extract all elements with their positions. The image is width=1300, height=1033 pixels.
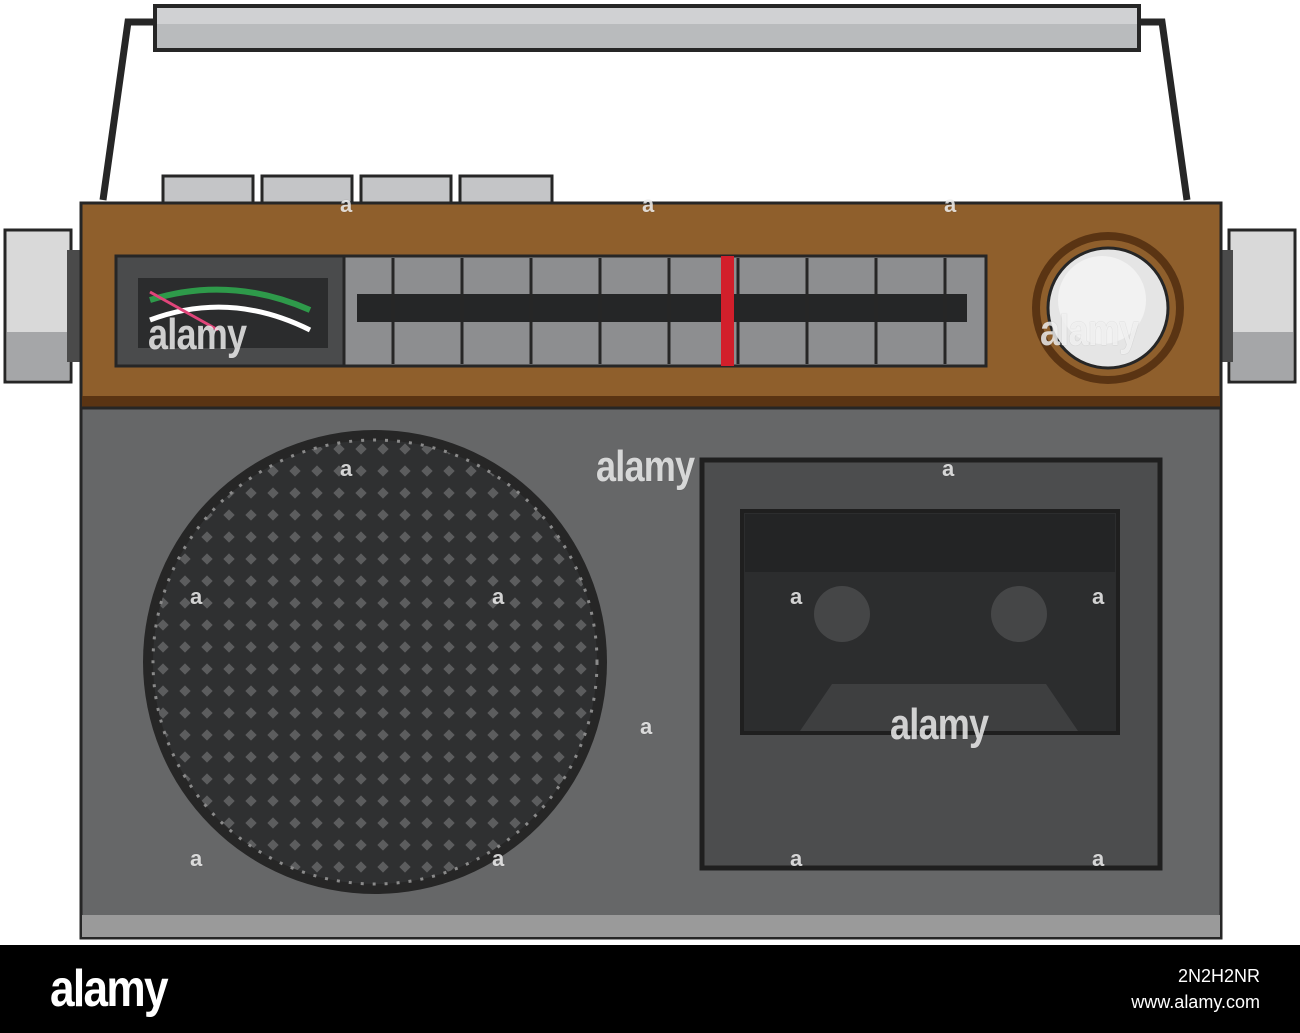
- tuning-needle: [721, 256, 734, 366]
- footer-image-info: 2N2H2NR www.alamy.com: [1131, 963, 1260, 1015]
- vu-meter: [114, 254, 346, 368]
- carry-handle: [99, 4, 1191, 201]
- side-mounts: [3, 228, 1297, 384]
- footer-logo: alamy: [50, 960, 169, 1018]
- top-buttons: [161, 174, 554, 208]
- radio-cassette-illustration: [3, 4, 1297, 940]
- image-id: 2N2H2NR: [1177, 966, 1260, 986]
- tuning-dial: [342, 254, 988, 368]
- speaker-grille: [143, 430, 607, 894]
- cassette-deck: [699, 457, 1163, 871]
- volume-knob: [1032, 232, 1184, 384]
- site-url: www.alamy.com: [1131, 992, 1260, 1012]
- footer-bar: alamy 2N2H2NR www.alamy.com: [0, 945, 1300, 1033]
